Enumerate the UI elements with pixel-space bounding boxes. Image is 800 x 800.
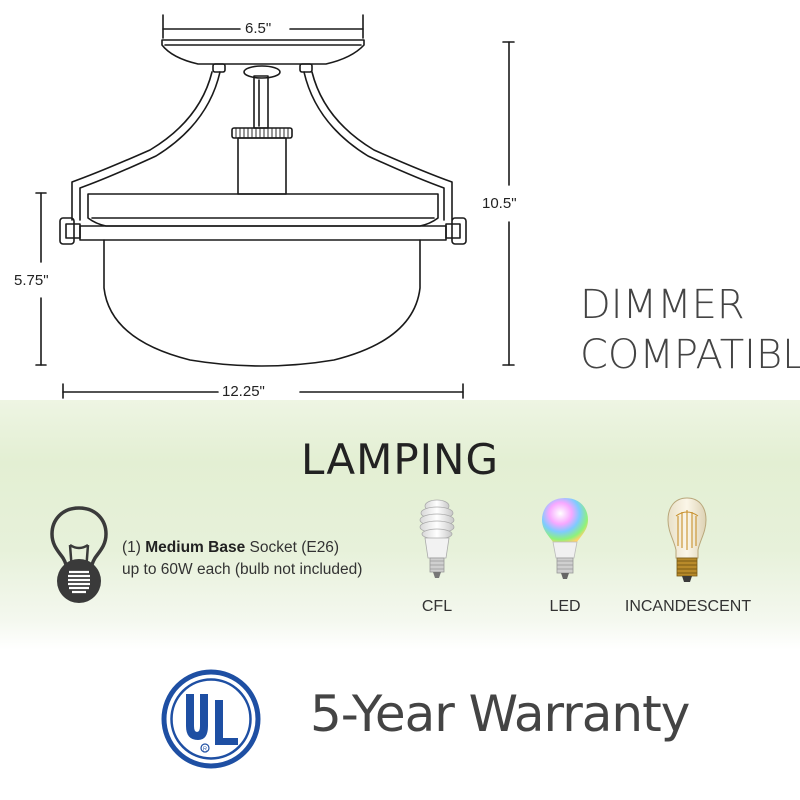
cfl-bulb-icon	[419, 499, 455, 578]
incandescent-bulb-icon	[667, 497, 707, 582]
total-height-label: 10.5"	[482, 195, 517, 212]
ul-certification-logo: R	[161, 669, 261, 769]
bulb-label-incandescent: INCANDESCENT	[624, 598, 752, 615]
shade-width-dimension-line	[62, 383, 464, 399]
warranty-text: 5-Year Warranty	[310, 685, 690, 743]
feature-line-1: DIMMER	[580, 282, 745, 328]
knurled-nut	[231, 127, 293, 139]
base-type: Medium Base	[145, 539, 246, 556]
feature-line-2: COMPATIBLE	[580, 332, 800, 378]
socket-body	[237, 137, 287, 195]
bulb-label-cfl: CFL	[421, 598, 453, 615]
dimmer-compatible-callout: DIMMER COMPATIBLE	[580, 280, 800, 380]
shade-height-dimension-line	[35, 192, 47, 366]
socket-count: (1)	[122, 539, 141, 556]
total-height-dimension-line	[502, 41, 515, 366]
shade-height-label: 5.75"	[14, 272, 49, 289]
socket-line-1: (1) Medium Base Socket (E26)	[122, 537, 362, 559]
lamping-band	[0, 400, 800, 650]
fitter-rim	[87, 193, 439, 227]
lamping-title: LAMPING	[300, 435, 499, 484]
ceiling-canopy	[161, 39, 365, 65]
fixture-dimension-diagram	[35, 14, 515, 399]
right-arm-outer	[311, 71, 453, 221]
socket-description: (1) Medium Base Socket (E26) up to 60W e…	[122, 537, 362, 581]
left-arm-outer	[71, 71, 213, 221]
lightbulb-outline-icon	[50, 506, 108, 603]
bulb-label-led: LED	[549, 598, 581, 615]
canopy-width-dimension-line	[162, 14, 364, 39]
glass-shade	[103, 239, 421, 367]
svg-text:R: R	[203, 746, 207, 752]
socket-wattage: up to 60W each (bulb not included)	[122, 561, 363, 578]
shade-width-label: 12.25"	[222, 383, 265, 400]
socket-type: Socket (E26)	[249, 539, 340, 556]
canopy-width-label: 6.5"	[245, 20, 272, 37]
led-bulb-icon	[542, 498, 588, 579]
glass-band	[79, 225, 447, 241]
center-stem	[253, 75, 269, 129]
